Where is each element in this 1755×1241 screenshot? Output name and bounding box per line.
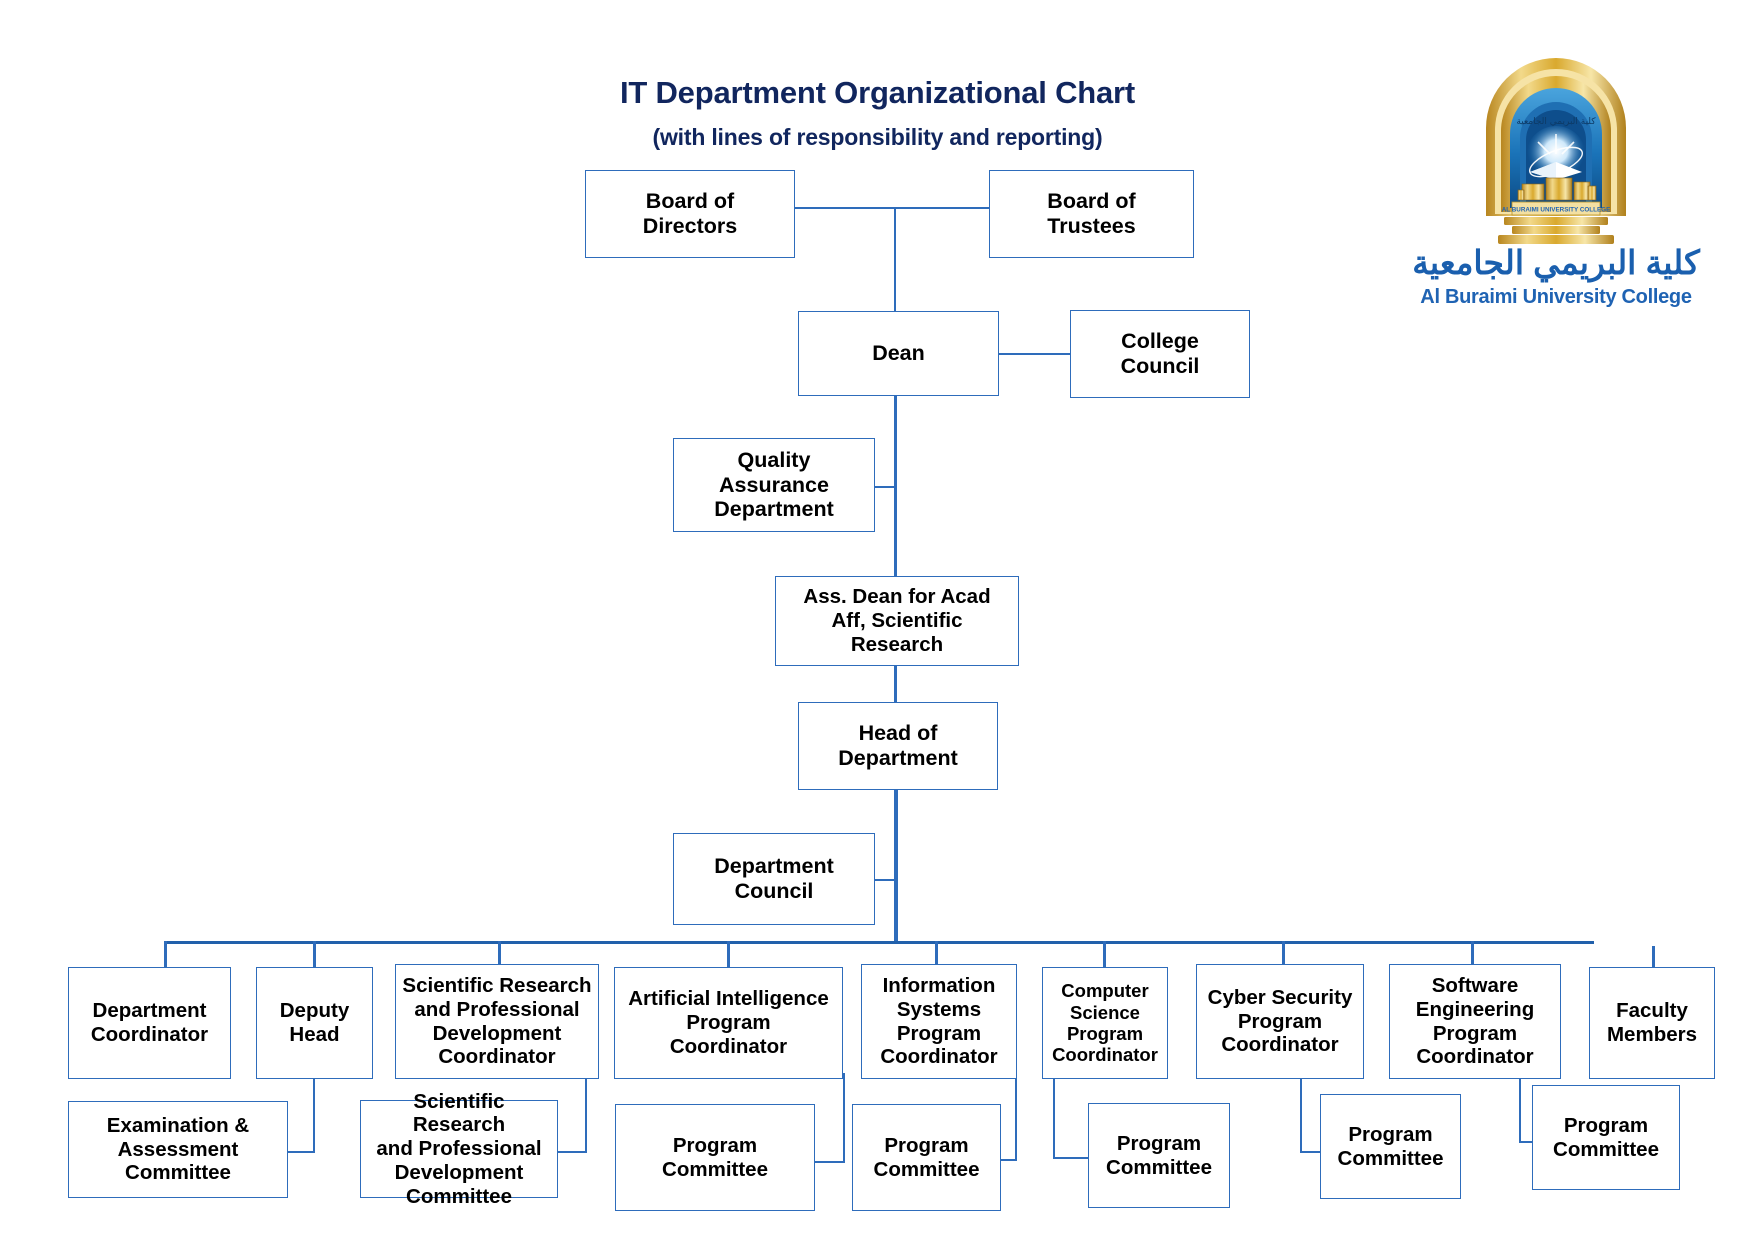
- node-label: Scientific Research and Professional Dev…: [376, 1089, 542, 1208]
- connector-drop-cyber-coordinator: [1282, 941, 1285, 967]
- node-program-committee-se[interactable]: Program Committee: [1532, 1085, 1680, 1190]
- svg-text:AL BURAIMI UNIVERSITY COLLEGE: AL BURAIMI UNIVERSITY COLLEGE: [1502, 207, 1611, 214]
- connector-drop-scientific-research-coordinator: [498, 941, 501, 967]
- connector-ai-committee-v: [843, 1073, 845, 1163]
- connector-ai-committee-h: [815, 1161, 845, 1163]
- connector-srpd-committee-v: [585, 1073, 587, 1153]
- connector-se-committee-v: [1519, 1073, 1521, 1143]
- node-label: Board of Trustees: [1047, 189, 1136, 238]
- node-software-engineering-program-coordinator[interactable]: Software Engineering Program Coordinator: [1389, 964, 1561, 1079]
- university-logo: كلية البريمي الجامعية: [1376, 56, 1736, 308]
- connector-drop-department-coordinator: [164, 941, 167, 967]
- node-label: Computer Science Program Coordinator: [1052, 980, 1158, 1066]
- node-dean[interactable]: Dean: [798, 311, 999, 396]
- node-label: Program Committee: [873, 1133, 980, 1181]
- node-label: Board of Directors: [642, 189, 738, 238]
- node-label: Ass. Dean for Acad Aff, Scientific Resea…: [803, 585, 991, 656]
- logo-arabic-name: كلية البريمي الجامعية: [1412, 244, 1700, 281]
- node-program-committee-ai[interactable]: Program Committee: [615, 1104, 815, 1211]
- connector-deputy-exam-v: [313, 1079, 315, 1153]
- page-title: IT Department Organizational Chart: [619, 75, 1136, 110]
- node-label: College Council: [1120, 329, 1200, 378]
- node-label: Scientific Research and Professional Dev…: [402, 973, 592, 1069]
- connector-drop-deputy-head: [313, 941, 316, 967]
- node-scientific-research-committee[interactable]: Scientific Research and Professional Dev…: [360, 1090, 558, 1208]
- connector-cs-committee-h: [1053, 1157, 1089, 1159]
- connector-main-bus: [164, 941, 1594, 944]
- connector-srpd-committee-h: [558, 1151, 587, 1153]
- connector-deputy-exam-h: [288, 1151, 315, 1153]
- node-label: Deputy Head: [279, 999, 350, 1046]
- node-scientific-research-coordinator[interactable]: Scientific Research and Professional Dev…: [395, 964, 599, 1079]
- connector-boards-dean: [894, 207, 896, 311]
- node-label: Head of Department: [838, 721, 958, 770]
- node-program-committee-cyber[interactable]: Program Committee: [1320, 1094, 1461, 1199]
- node-label: Information Systems Program Coordinator: [880, 973, 998, 1069]
- node-quality-assurance-department[interactable]: Quality Assurance Department: [673, 438, 875, 532]
- connector-deptcouncil-trunk: [875, 879, 897, 881]
- svg-text:كلية البريمي الجامعية: كلية البريمي الجامعية: [1516, 117, 1596, 127]
- node-program-committee-is[interactable]: Program Committee: [852, 1104, 1001, 1211]
- node-label: Software Engineering Program Coordinator: [1415, 973, 1535, 1069]
- node-cyber-security-program-coordinator[interactable]: Cyber Security Program Coordinator: [1196, 964, 1364, 1079]
- connector-drop-cs-coordinator: [1103, 941, 1106, 967]
- university-emblem-icon: كلية البريمي الجامعية: [1486, 58, 1626, 244]
- node-label: Examination & Assessment Committee: [106, 1113, 250, 1185]
- node-ass-dean-acad-aff[interactable]: Ass. Dean for Acad Aff, Scientific Resea…: [775, 576, 1019, 666]
- node-label: Quality Assurance Department: [714, 447, 834, 522]
- node-college-council[interactable]: College Council: [1070, 310, 1250, 398]
- connector-assdean-hod: [894, 666, 897, 702]
- node-examination-assessment-committee[interactable]: Examination & Assessment Committee: [68, 1101, 288, 1198]
- node-label: Program Committee: [1106, 1131, 1212, 1179]
- connector-is-committee-h: [990, 1159, 1017, 1161]
- node-label: Department Council: [714, 854, 834, 903]
- connector-dean-college-council: [999, 353, 1071, 355]
- connector-qa-trunk: [875, 486, 897, 488]
- node-deputy-head[interactable]: Deputy Head: [256, 967, 373, 1079]
- connector-bod-bot: [793, 207, 989, 209]
- connector-drop-se-coordinator: [1471, 941, 1474, 967]
- node-label: Program Committee: [1553, 1113, 1659, 1161]
- node-cs-program-coordinator[interactable]: Computer Science Program Coordinator: [1042, 967, 1168, 1079]
- node-board-of-directors[interactable]: Board of Directors: [585, 170, 795, 258]
- logo-english-name: Al Buraimi University College: [1420, 286, 1692, 308]
- node-head-of-department[interactable]: Head of Department: [798, 702, 998, 790]
- connector-cs-committee-v: [1053, 1073, 1055, 1159]
- connector-drop-faculty-members: [1652, 946, 1655, 967]
- node-is-program-coordinator[interactable]: Information Systems Program Coordinator: [861, 964, 1017, 1079]
- connector-cyber-committee-h: [1300, 1151, 1337, 1153]
- node-label: Department Coordinator: [90, 999, 209, 1046]
- node-label: Artificial Intelligence Program Coordina…: [628, 987, 829, 1058]
- connector-hod-bus: [894, 790, 898, 943]
- node-label: Cyber Security Program Coordinator: [1207, 985, 1353, 1057]
- connector-drop-ai-coordinator: [727, 941, 730, 967]
- node-label: Faculty Members: [1606, 999, 1697, 1046]
- node-board-of-trustees[interactable]: Board of Trustees: [989, 170, 1194, 258]
- node-ai-program-coordinator[interactable]: Artificial Intelligence Program Coordina…: [614, 967, 843, 1079]
- connector-is-committee-v: [1015, 1073, 1017, 1161]
- node-label: Dean: [872, 341, 925, 366]
- node-department-coordinator[interactable]: Department Coordinator: [68, 967, 231, 1079]
- node-department-council[interactable]: Department Council: [673, 833, 875, 925]
- node-faculty-members[interactable]: Faculty Members: [1589, 967, 1715, 1079]
- connector-drop-is-coordinator: [935, 941, 938, 967]
- node-label: Program Committee: [662, 1133, 768, 1181]
- node-program-committee-cs[interactable]: Program Committee: [1088, 1103, 1230, 1208]
- connector-cyber-committee-v: [1300, 1073, 1302, 1153]
- page-subtitle: (with lines of responsibility and report…: [652, 124, 1103, 150]
- node-label: Program Committee: [1337, 1122, 1444, 1170]
